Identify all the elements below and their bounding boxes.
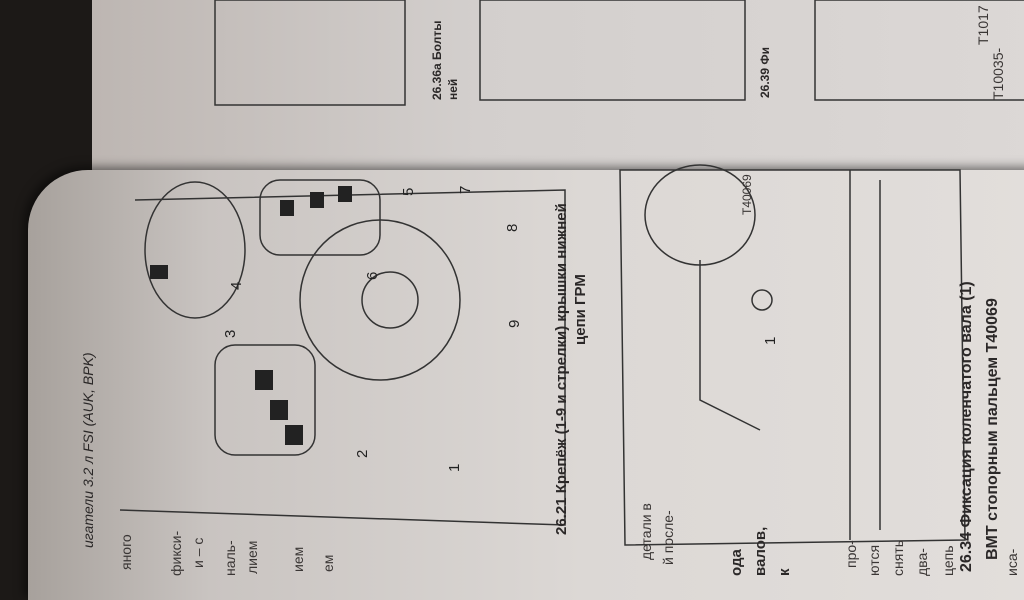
running-header: игатели 3.2 л FSI (AUK, BPK) bbox=[80, 352, 96, 548]
illustrations bbox=[119, 0, 1024, 546]
text-line: фикси- bbox=[168, 530, 184, 576]
tool-label-2: T10035- bbox=[990, 47, 1006, 100]
text-line: два- bbox=[914, 548, 930, 576]
text-line: снять bbox=[890, 539, 906, 576]
background-page bbox=[92, 0, 1024, 175]
text-heading-line: валов, bbox=[752, 526, 769, 576]
text-heading-line: к bbox=[776, 568, 793, 576]
text-line: цепь bbox=[940, 545, 956, 576]
tool-callout bbox=[644, 164, 756, 266]
sprocket bbox=[361, 271, 419, 329]
figure-26-34-frame bbox=[619, 169, 966, 546]
caption-26-34: 26.34 Фиксация коленчатого вала (1) bbox=[958, 281, 975, 572]
cylinder-head-left bbox=[214, 344, 316, 456]
top-caption-a-2: ней bbox=[446, 78, 460, 100]
label-9: 9 bbox=[506, 319, 523, 328]
text-line: лием bbox=[244, 540, 260, 574]
text-heading-line: ода bbox=[728, 549, 745, 576]
top-caption-b: 26.39 Фи bbox=[758, 47, 772, 98]
label-6: 6 bbox=[364, 271, 381, 280]
cover-outline bbox=[299, 219, 461, 381]
locking-pin bbox=[751, 289, 773, 311]
text-line: детали в bbox=[638, 503, 654, 560]
top-figure-1 bbox=[214, 0, 406, 106]
top-figure-2 bbox=[479, 0, 746, 101]
cylinder-head-right bbox=[259, 179, 381, 256]
label-3: 3 bbox=[222, 329, 239, 338]
tool-label-1: T1017 bbox=[975, 5, 991, 45]
label-5: 5 bbox=[400, 187, 417, 196]
caption-26-34-line-2: ВМТ стопорным пальцем T40069 bbox=[984, 298, 1001, 560]
book-page bbox=[28, 170, 1024, 600]
text-line: яного bbox=[118, 534, 134, 570]
text-line: ются bbox=[866, 544, 882, 576]
label-8: 8 bbox=[504, 223, 521, 232]
text-line: ем bbox=[320, 554, 336, 572]
caption-26-21-line-2: цепи ГРМ bbox=[572, 274, 589, 345]
label-7: 7 bbox=[457, 185, 474, 194]
label-crankshaft: 1 bbox=[762, 336, 779, 345]
text-line: иса- bbox=[1004, 548, 1020, 576]
text-line: ием bbox=[290, 546, 306, 572]
label-4: 4 bbox=[228, 281, 245, 290]
text-line: про- bbox=[843, 540, 859, 568]
text-line: й после- bbox=[660, 510, 676, 565]
top-figure-3 bbox=[814, 0, 1024, 101]
text-line: наль- bbox=[222, 540, 238, 576]
figure-26-21-frame bbox=[119, 189, 566, 526]
caption-26-21: 26.21 Крепёж (1-9 и стрелки) крышки нижн… bbox=[553, 203, 570, 535]
label-1: 1 bbox=[446, 463, 463, 472]
detail-callout bbox=[144, 181, 246, 319]
top-caption-a: 26.36а Болты bbox=[430, 20, 444, 100]
tool-label-t40069: T40069 bbox=[740, 174, 754, 215]
text-line: и – с bbox=[190, 537, 206, 568]
label-2: 2 bbox=[354, 449, 371, 458]
